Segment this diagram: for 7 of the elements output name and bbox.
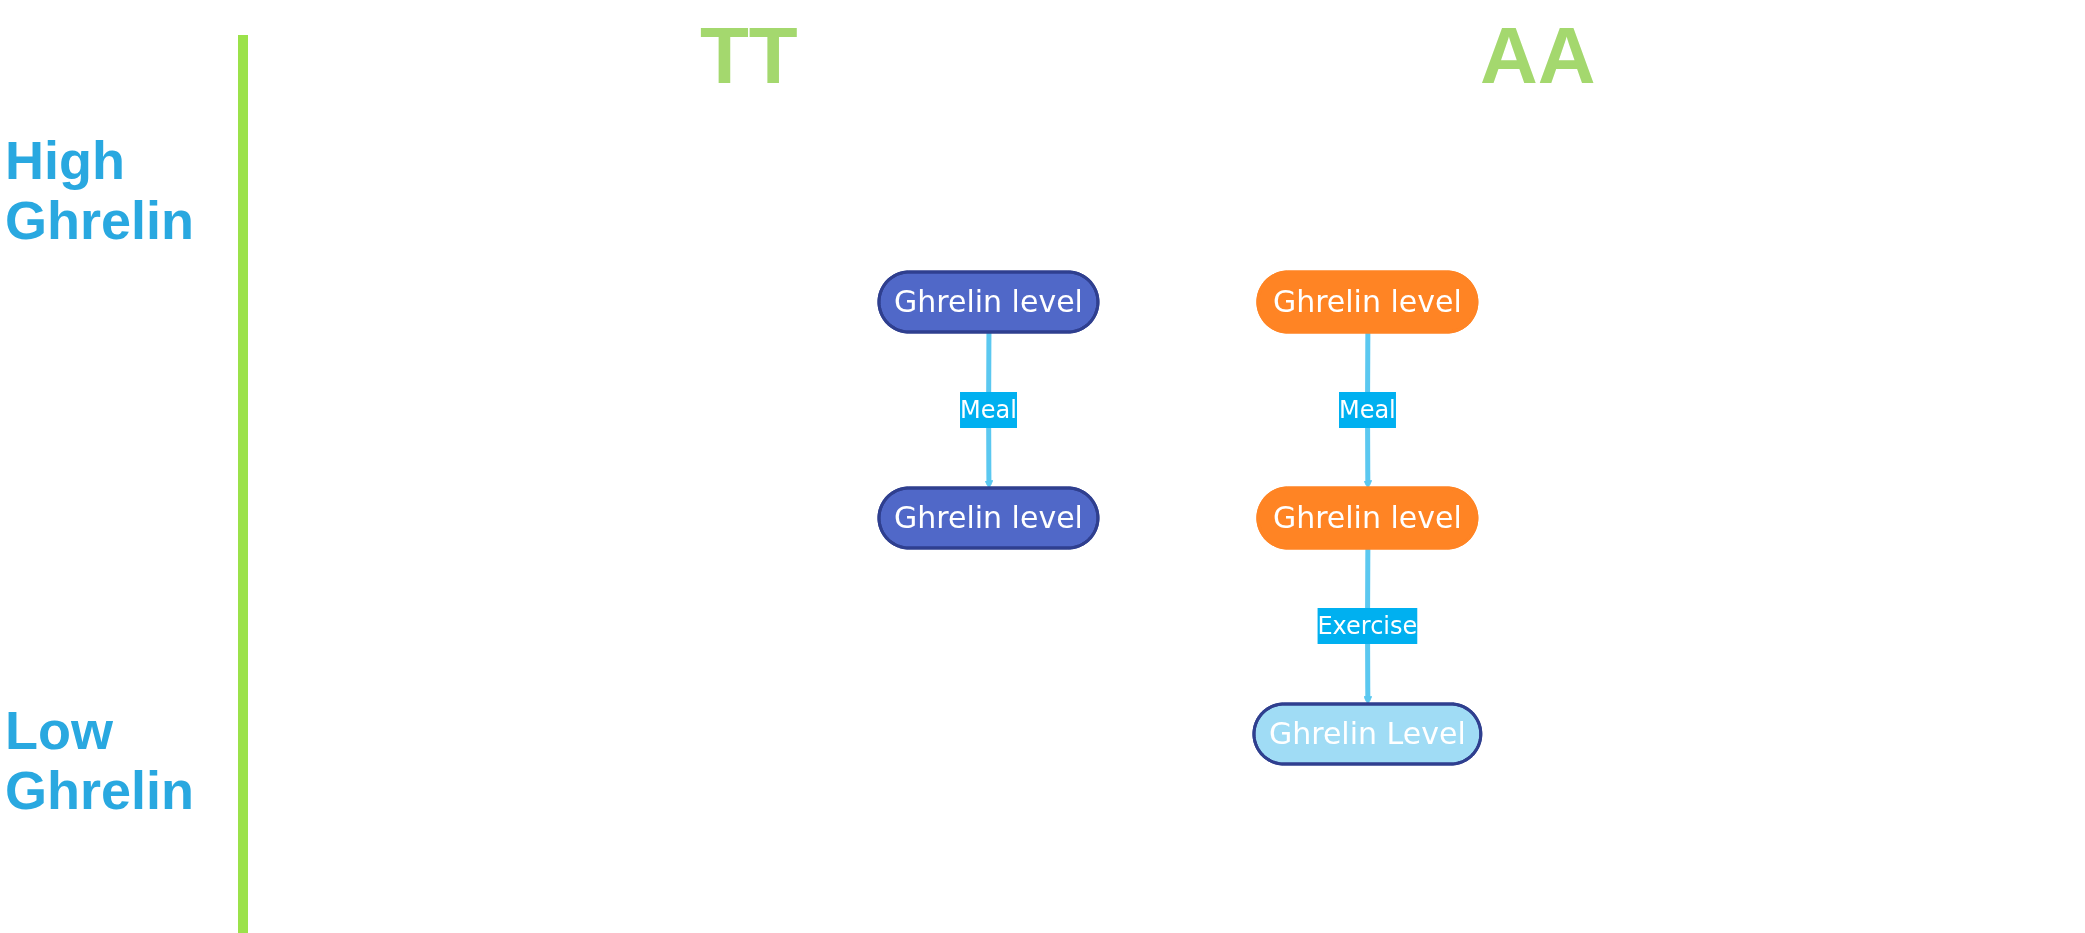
edge-label: Meal: [1339, 395, 1396, 424]
edge-label: Exercise: [1317, 611, 1418, 640]
axis-label: Low Ghrelin: [5, 700, 196, 820]
edge-label: Meal: [960, 395, 1017, 424]
column-heading: AA: [1480, 10, 1596, 102]
column-heading: TT: [700, 10, 798, 102]
axis-label: High Ghrelin: [5, 130, 196, 250]
